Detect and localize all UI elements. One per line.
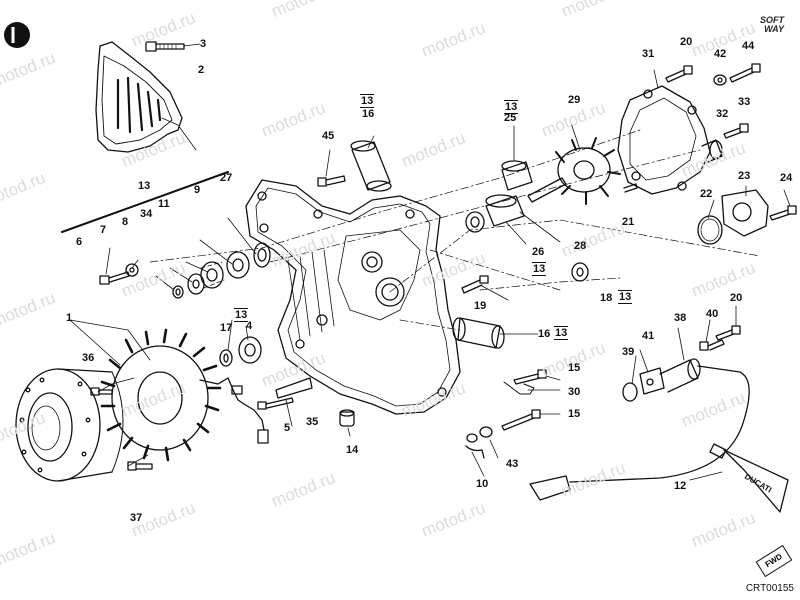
callout-label: 25 — [504, 112, 517, 124]
callout-label: 5 — [284, 422, 291, 434]
callout-label: 13 — [138, 180, 151, 192]
bearing-part — [219, 336, 262, 367]
callout-label: 31 — [642, 48, 655, 60]
generator-cover-part — [245, 179, 461, 415]
stator-part — [100, 328, 269, 462]
callout-label: 35 — [306, 416, 319, 428]
callout-label: 17 — [220, 322, 233, 334]
callout-boxed-label: 13 — [532, 262, 547, 276]
tube-label: DUCATI — [743, 472, 773, 495]
callout-label: 28 — [574, 240, 587, 252]
callout-label: 42 — [714, 48, 727, 60]
callout-label: 44 — [742, 40, 755, 52]
callout-label: 30 — [568, 386, 581, 398]
callout-label: 22 — [700, 188, 713, 200]
callout-label: 32 — [716, 108, 729, 120]
lower-bushing-part — [452, 317, 505, 349]
callout-label: 45 — [322, 130, 335, 142]
callout-label: 27 — [220, 172, 233, 184]
callout-label: 21 — [622, 216, 635, 228]
water-pump-impeller-part — [527, 137, 621, 205]
softway-brand: SOFT WAY — [760, 16, 784, 34]
callout-label: 9 — [194, 184, 201, 196]
callout-label: 36 — [82, 352, 95, 364]
long-screw-part — [317, 175, 346, 187]
callout-label: 34 — [140, 208, 153, 220]
callout-label: 20 — [680, 36, 693, 48]
cover-screw-part — [145, 41, 185, 52]
callout-label: 8 — [122, 216, 129, 228]
callout-boxed-label: 13 — [360, 94, 375, 108]
callout-label: 41 — [642, 330, 655, 342]
callout-label: 2 — [198, 64, 205, 76]
callout-label: 23 — [738, 170, 751, 182]
callout-label: 15 — [568, 362, 581, 374]
callout-label: 24 — [780, 172, 793, 184]
callout-label: 3 — [200, 38, 207, 50]
callout-label: 39 — [622, 346, 635, 358]
clamp-screw-part — [465, 369, 547, 459]
callout-label: 14 — [346, 444, 359, 456]
callout-label: 15 — [568, 408, 581, 420]
callout-leaders — [69, 43, 791, 481]
callout-label: 19 — [474, 300, 487, 312]
callout-label: 29 — [568, 94, 581, 106]
pump-screw-part — [461, 275, 489, 294]
callout-label: 7 — [100, 224, 107, 236]
rotor-bolt-part — [127, 461, 153, 471]
bearing-stack-part — [99, 242, 271, 299]
temperature-sensor-part — [529, 325, 750, 501]
pump-seal-part — [465, 160, 589, 282]
callout-label: 43 — [506, 458, 519, 470]
stator-screw-part — [90, 387, 113, 396]
water-pump-housing-part — [617, 85, 723, 195]
drawing-code: CRT00155 — [745, 583, 794, 594]
callout-label: 33 — [738, 96, 751, 108]
group-bracket-line — [61, 171, 229, 233]
callout-label: 6 — [76, 236, 83, 248]
sealant-tube-part — [709, 443, 789, 513]
sprocket-cover-part — [95, 41, 183, 153]
pump-outlet-part — [697, 189, 769, 245]
callout-boxed-label: 13 — [234, 308, 249, 322]
callout-boxed-label: 13 — [504, 100, 519, 114]
brand-line-1: SOFT — [760, 15, 784, 25]
callout-label: 38 — [674, 312, 687, 324]
fwd-label: FWD — [763, 551, 784, 570]
callout-label: 16 — [538, 328, 551, 340]
ducati-logo-icon — [4, 22, 30, 48]
assembly-centerlines — [149, 129, 761, 331]
callout-label: 10 — [476, 478, 489, 490]
callout-boxed-label: 13 — [618, 290, 633, 304]
callout-label: 12 — [674, 480, 687, 492]
callout-label: 16 — [362, 108, 375, 120]
callout-label: 4 — [246, 320, 253, 332]
callout-label: 18 — [600, 292, 613, 304]
brand-line-2: WAY — [764, 24, 784, 34]
cover-bolt-part — [257, 377, 313, 410]
callout-label: 1 — [66, 312, 73, 324]
callout-label: 37 — [130, 512, 143, 524]
callout-label: 20 — [730, 292, 743, 304]
top-bushing-part — [350, 140, 392, 192]
callout-label: 40 — [706, 308, 719, 320]
callout-label: 11 — [158, 198, 170, 210]
callout-boxed-label: 13 — [554, 326, 569, 340]
generator-rotor-part — [15, 368, 124, 482]
dowel-pin-part — [339, 409, 355, 427]
callout-label: 26 — [532, 246, 545, 258]
pump-cover-screw-part — [623, 63, 797, 221]
